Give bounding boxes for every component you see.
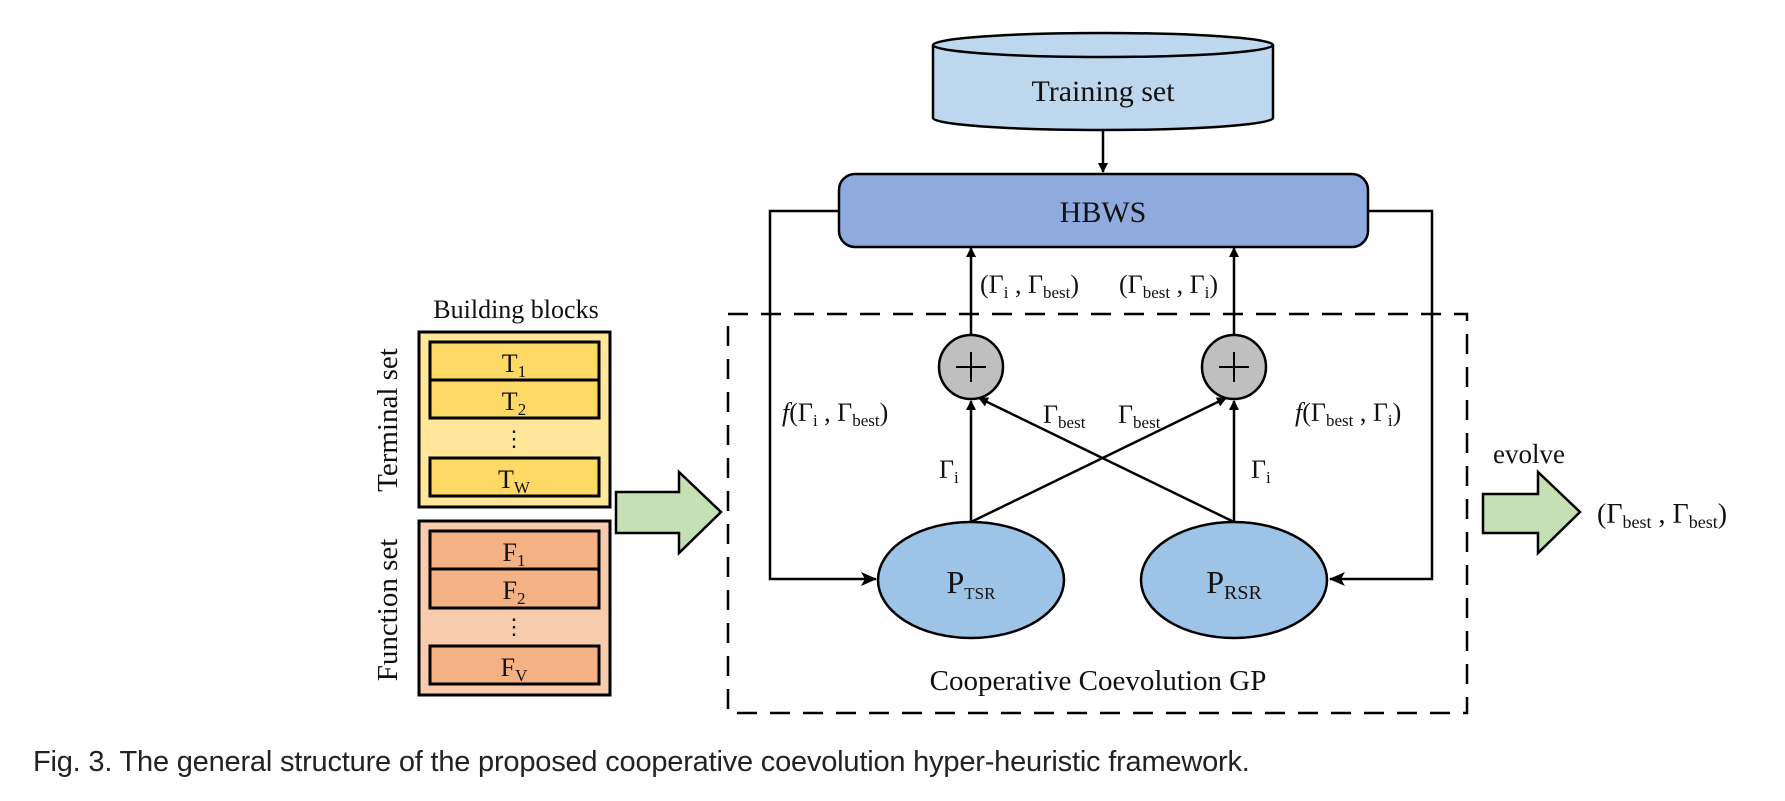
terminal-item xyxy=(428,378,601,420)
terminal-set: T1 T2 ⋮ TW xyxy=(417,330,612,509)
building-blocks-title: Building blocks xyxy=(433,295,598,324)
ptsr-to-combiner-right-arrow xyxy=(970,396,1227,524)
feedback-arrow-left xyxy=(768,209,877,586)
svg-text:FV: FV xyxy=(501,653,528,685)
ccgp-container xyxy=(726,312,1469,715)
edge-label-gamma-i-left: Γi xyxy=(939,455,959,487)
edge-label-gamma-best-left: Γbest xyxy=(1043,400,1086,432)
ccgp-label: Cooperative Coevolution GP xyxy=(930,665,1267,697)
function-item xyxy=(428,644,601,686)
svg-text:F1: F1 xyxy=(503,538,526,570)
hbws-label: HBWS xyxy=(1060,196,1147,229)
svg-text:TW: TW xyxy=(498,465,531,497)
feedback-label-left: f(Γi , Γbest) xyxy=(782,398,888,430)
function-item xyxy=(428,567,601,610)
hbws-box: HBWS xyxy=(837,172,1370,249)
edge-label-gamma-best-right: Γbest xyxy=(1118,400,1161,432)
terminal-ellipsis: ⋮ xyxy=(503,426,525,451)
combiner-right xyxy=(1200,333,1268,401)
population-rsr-label: PRSR xyxy=(1206,564,1262,604)
input-block-arrow-icon xyxy=(614,469,723,556)
training-set-label: Training set xyxy=(1031,75,1175,108)
terminal-set-label: Terminal set xyxy=(372,348,404,492)
svg-text:T2: T2 xyxy=(502,387,526,419)
svg-text:T1: T1 xyxy=(502,349,526,381)
pair-label-right: (Γbest , Γi) xyxy=(1119,270,1218,302)
terminal-item xyxy=(428,456,601,498)
function-item xyxy=(428,529,601,571)
training-set-database: Training set xyxy=(931,31,1275,132)
population-tsr: PTSR xyxy=(876,520,1066,640)
population-tsr-label: PTSR xyxy=(947,564,997,603)
figure-caption: Fig. 3. The general structure of the pro… xyxy=(33,746,1250,778)
terminal-item xyxy=(428,340,601,382)
edge-label-gamma-i-right: Γi xyxy=(1251,455,1271,487)
population-rsr: PRSR xyxy=(1139,520,1329,640)
pair-label-left: (Γi , Γbest) xyxy=(980,270,1079,302)
output-block-arrow-icon xyxy=(1481,469,1582,556)
function-ellipsis: ⋮ xyxy=(503,614,525,639)
function-set-label: Function set xyxy=(372,539,404,682)
result-label: (Γbest , Γbest) xyxy=(1597,499,1727,532)
evolve-label: evolve xyxy=(1493,439,1565,469)
svg-text:F2: F2 xyxy=(503,576,526,608)
function-set: F1 F2 ⋮ FV xyxy=(417,519,612,697)
prsr-to-combiner-left-arrow xyxy=(978,396,1235,524)
combiner-left xyxy=(937,333,1005,401)
feedback-label-right: f(Γbest , Γi) xyxy=(1295,398,1401,430)
feedback-arrow-right xyxy=(1329,209,1434,586)
